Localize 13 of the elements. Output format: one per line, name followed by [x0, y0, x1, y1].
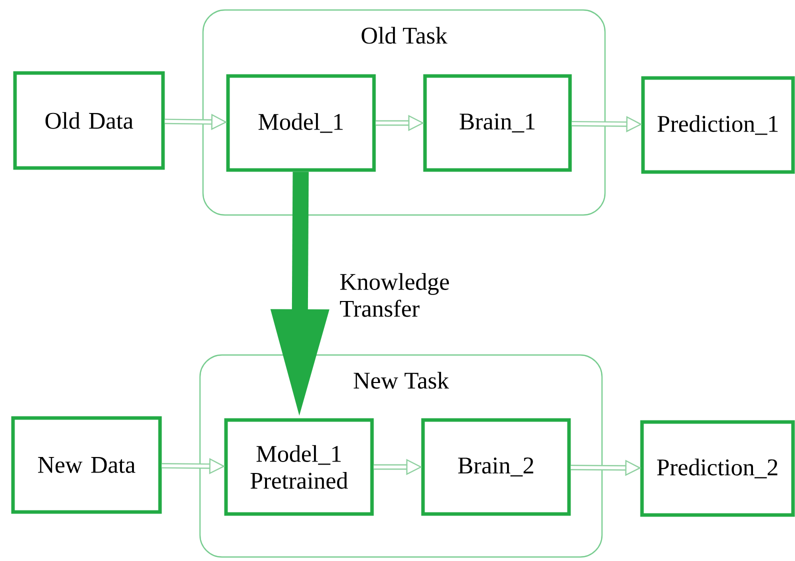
process-box: New Data [11, 416, 162, 514]
group-title: Old Task [362, 26, 448, 44]
task-group [199, 354, 603, 558]
process-box: Model_1 Pretrained [224, 418, 374, 516]
process-box: Prediction_2 [640, 420, 795, 517]
task-group [202, 9, 606, 216]
process-box: Brain_1 [423, 74, 572, 172]
process-box: Model_1 [226, 74, 376, 172]
process-box: Brain_2 [421, 418, 571, 516]
group-title: New Task [354, 372, 449, 389]
process-box: Old Data [13, 71, 165, 170]
edge-label: Knowledge Transfer [340, 273, 449, 317]
process-box: Prediction_1 [641, 76, 795, 174]
